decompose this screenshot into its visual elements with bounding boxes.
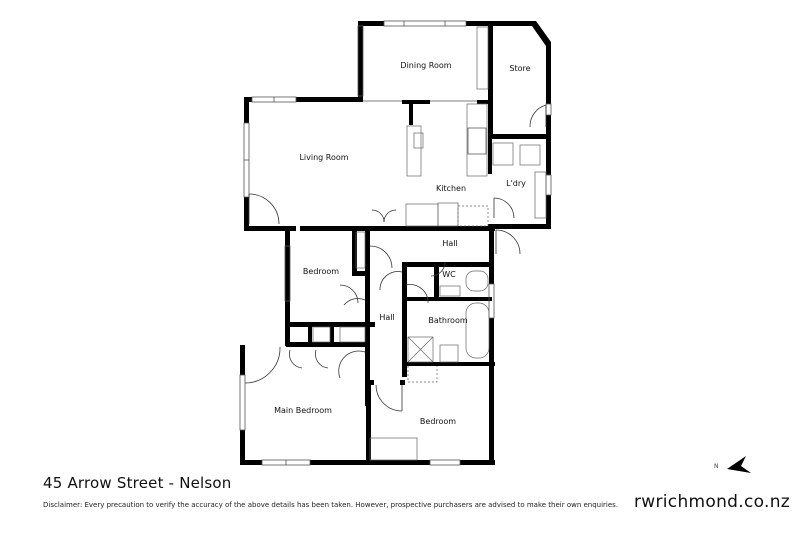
- north-label: N: [714, 463, 719, 470]
- room-label-bathroom: Bathroom: [428, 316, 468, 325]
- room-label-living: Living Room: [299, 153, 348, 162]
- doors: [244, 104, 547, 412]
- room-label-laundry: L'dry: [506, 179, 526, 188]
- room-label-store: Store: [509, 64, 530, 73]
- disclaimer-text: Disclaimer: Every precaution to verify t…: [43, 501, 619, 509]
- exterior-walls: [240, 21, 551, 465]
- brand-website: rwrichmond.co.nz: [634, 492, 791, 512]
- room-label-dining: Dining Room: [400, 61, 451, 70]
- room-label-hall-mid: Hall: [379, 313, 394, 322]
- property-address: 45 Arrow Street - Nelson: [43, 474, 232, 492]
- room-label-hall-top: Hall: [442, 239, 457, 248]
- north-arrow-icon: [727, 456, 751, 473]
- room-label-kitchen: Kitchen: [436, 184, 466, 193]
- room-label-main-bedroom: Main Bedroom: [274, 406, 332, 415]
- room-labels: Dining Room Store Living Room Kitchen L'…: [274, 61, 531, 426]
- fixtures: [312, 26, 547, 461]
- north-arrow: N: [713, 452, 753, 476]
- room-label-wc: WC: [442, 270, 456, 279]
- room-label-bedroom-1: Bedroom: [303, 267, 339, 276]
- room-label-bedroom-2: Bedroom: [420, 417, 456, 426]
